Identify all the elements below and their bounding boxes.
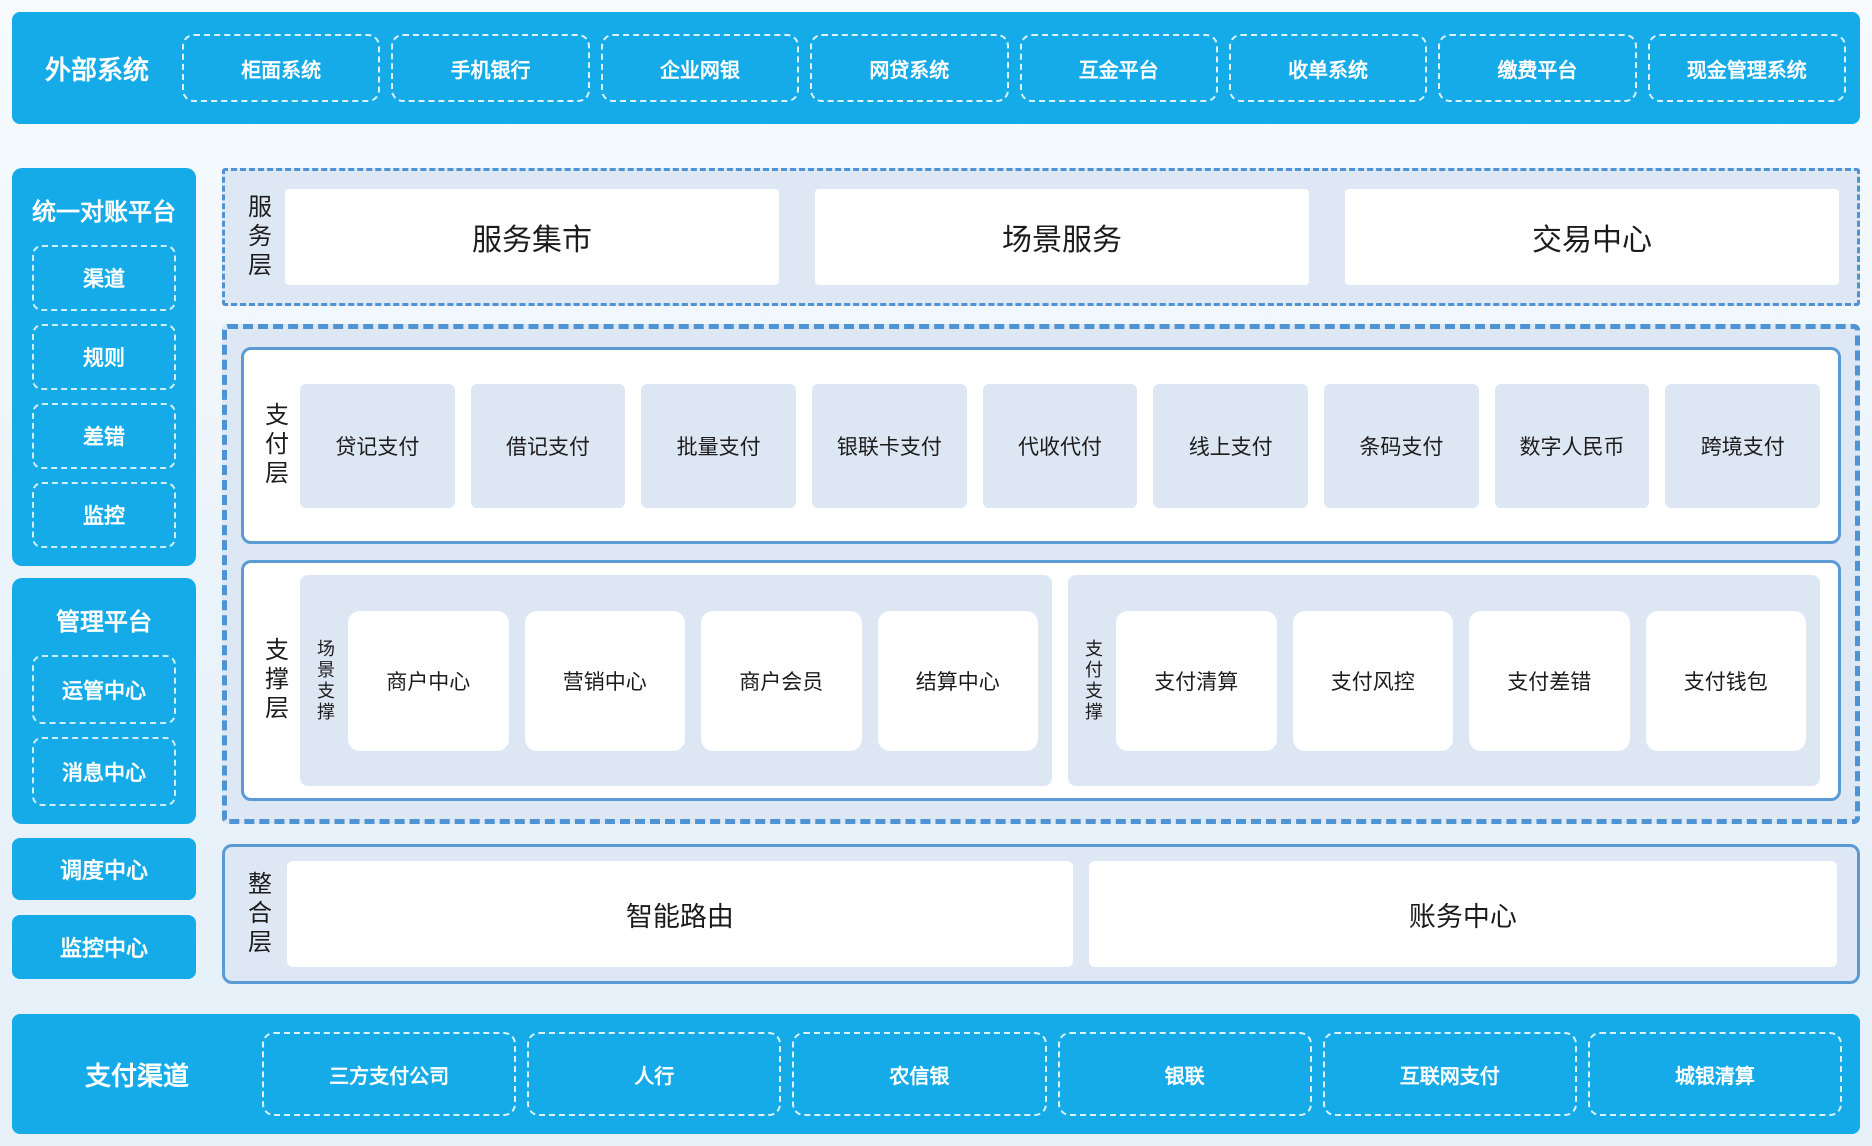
payment-box: 贷记支付 bbox=[300, 383, 455, 508]
external-systems-bar: 外部系统 柜面系统 手机银行 企业网银 网贷系统 互金平台 收单系统 缴费平台 … bbox=[12, 12, 1860, 124]
payment-channel-chip: 三方支付公司 bbox=[262, 1032, 517, 1116]
support-box: 支付风控 bbox=[1292, 610, 1453, 751]
service-box: 交易中心 bbox=[1345, 189, 1839, 285]
payment-box: 线上支付 bbox=[1153, 383, 1309, 508]
left-sidebar: 统一对账平台 渠道 规则 差错 监控 管理平台 运管中心 消息中心 调度中心 监… bbox=[12, 168, 196, 984]
support-box: 支付清算 bbox=[1116, 610, 1277, 751]
external-systems-items: 柜面系统 手机银行 企业网银 网贷系统 互金平台 收单系统 缴费平台 现金管理系… bbox=[182, 34, 1846, 102]
payment-box: 条码支付 bbox=[1324, 383, 1479, 508]
payment-layer-label: 支付层 bbox=[260, 402, 288, 489]
payment-box: 代收代付 bbox=[982, 383, 1138, 508]
support-box: 营销中心 bbox=[524, 610, 685, 751]
reconciliation-platform-title: 统一对账平台 bbox=[32, 199, 176, 226]
payment-support-section: 支付层 贷记支付 借记支付 批量支付 银联卡支付 代收代付 线上支付 条码支付 … bbox=[222, 324, 1860, 824]
external-system-chip: 柜面系统 bbox=[182, 34, 381, 102]
integration-layer-label: 整合层 bbox=[243, 870, 271, 958]
payment-box: 银联卡支付 bbox=[812, 383, 967, 508]
integration-layer-boxes: 智能路由 账务中心 bbox=[287, 861, 1837, 967]
sidebar-chip: 规则 bbox=[32, 324, 176, 390]
support-box: 商户中心 bbox=[348, 610, 509, 751]
sidebar-chip: 渠道 bbox=[32, 245, 176, 311]
management-platform-title: 管理平台 bbox=[56, 609, 152, 636]
payment-box: 借记支付 bbox=[470, 383, 626, 508]
support-layer-container: 支撑层 场景支撑 商户中心 营销中心 商户会员 结算中心 bbox=[241, 560, 1841, 801]
management-platform-items: 运管中心 消息中心 bbox=[32, 655, 176, 806]
integration-box: 智能路由 bbox=[287, 861, 1073, 967]
scene-support-boxes: 商户中心 营销中心 商户会员 结算中心 bbox=[348, 610, 1038, 751]
main-column: 服务层 服务集市 场景服务 交易中心 支付层 贷记支付 借记支付 批量支付 银联… bbox=[222, 168, 1860, 984]
dispatch-center-box: 调度中心 bbox=[12, 838, 196, 900]
payment-layer-container: 支付层 贷记支付 借记支付 批量支付 银联卡支付 代收代付 线上支付 条码支付 … bbox=[241, 347, 1841, 544]
external-system-chip: 企业网银 bbox=[600, 34, 800, 102]
payment-support-group: 支付支撑 支付清算 支付风控 支付差错 支付钱包 bbox=[1068, 575, 1820, 786]
payment-channels-bar: 支付渠道 三方支付公司 人行 农信银 银联 互联网支付 城银清算 bbox=[12, 1014, 1860, 1134]
external-system-chip: 现金管理系统 bbox=[1647, 34, 1846, 102]
monitoring-center-box: 监控中心 bbox=[12, 915, 196, 979]
sidebar-chip: 运管中心 bbox=[32, 655, 176, 724]
payment-box: 批量支付 bbox=[641, 383, 797, 508]
external-system-chip: 网贷系统 bbox=[810, 34, 1009, 102]
middle-row: 统一对账平台 渠道 规则 差错 监控 管理平台 运管中心 消息中心 调度中心 监… bbox=[12, 168, 1860, 984]
service-layer-section: 服务层 服务集市 场景服务 交易中心 bbox=[222, 168, 1860, 306]
reconciliation-platform-panel: 统一对账平台 渠道 规则 差错 监控 bbox=[12, 168, 196, 566]
sidebar-chip: 差错 bbox=[32, 403, 176, 469]
scene-support-label: 场景支撑 bbox=[315, 638, 335, 723]
service-layer-boxes: 服务集市 场景服务 交易中心 bbox=[285, 189, 1839, 285]
external-system-chip: 手机银行 bbox=[391, 34, 590, 102]
payment-layer-boxes: 贷记支付 借记支付 批量支付 银联卡支付 代收代付 线上支付 条码支付 数字人民… bbox=[300, 383, 1821, 508]
payment-channel-chip: 农信银 bbox=[792, 1032, 1047, 1116]
payment-box: 数字人民币 bbox=[1494, 383, 1650, 508]
integration-layer-section: 整合层 智能路由 账务中心 bbox=[222, 844, 1860, 984]
reconciliation-platform-items: 渠道 规则 差错 监控 bbox=[32, 245, 176, 548]
support-layer-label: 支撑层 bbox=[260, 637, 288, 724]
sidebar-chip: 消息中心 bbox=[32, 737, 176, 806]
payment-support-label: 支付支撑 bbox=[1083, 638, 1103, 723]
payment-channels-title: 支付渠道 bbox=[84, 1060, 189, 1091]
support-box: 商户会员 bbox=[701, 610, 862, 751]
payment-box: 跨境支付 bbox=[1665, 383, 1821, 508]
payment-channel-chip: 互联网支付 bbox=[1322, 1032, 1577, 1116]
support-layer-groups: 场景支撑 商户中心 营销中心 商户会员 结算中心 支付支撑 支付清算 bbox=[300, 575, 1820, 786]
support-box: 支付差错 bbox=[1469, 610, 1630, 751]
payment-support-boxes: 支付清算 支付风控 支付差错 支付钱包 bbox=[1116, 610, 1806, 751]
external-systems-title: 外部系统 bbox=[44, 54, 149, 85]
service-layer-label: 服务层 bbox=[243, 193, 271, 281]
management-platform-panel: 管理平台 运管中心 消息中心 bbox=[12, 578, 196, 824]
scene-support-group: 场景支撑 商户中心 营销中心 商户会员 结算中心 bbox=[300, 575, 1052, 786]
payment-channel-chip: 银联 bbox=[1057, 1032, 1312, 1116]
support-box: 支付钱包 bbox=[1645, 610, 1806, 751]
integration-box: 账务中心 bbox=[1088, 861, 1837, 967]
service-box: 服务集市 bbox=[285, 189, 779, 285]
sidebar-chip: 监控 bbox=[32, 482, 176, 548]
support-box: 结算中心 bbox=[877, 610, 1038, 751]
service-box: 场景服务 bbox=[815, 189, 1309, 285]
payment-channel-chip: 人行 bbox=[527, 1032, 782, 1116]
payment-channels-items: 三方支付公司 人行 农信银 银联 互联网支付 城银清算 bbox=[262, 1032, 1843, 1116]
external-system-chip: 收单系统 bbox=[1228, 34, 1428, 102]
external-system-chip: 互金平台 bbox=[1019, 34, 1218, 102]
external-system-chip: 缴费平台 bbox=[1438, 34, 1637, 102]
payment-channel-chip: 城银清算 bbox=[1587, 1032, 1843, 1116]
